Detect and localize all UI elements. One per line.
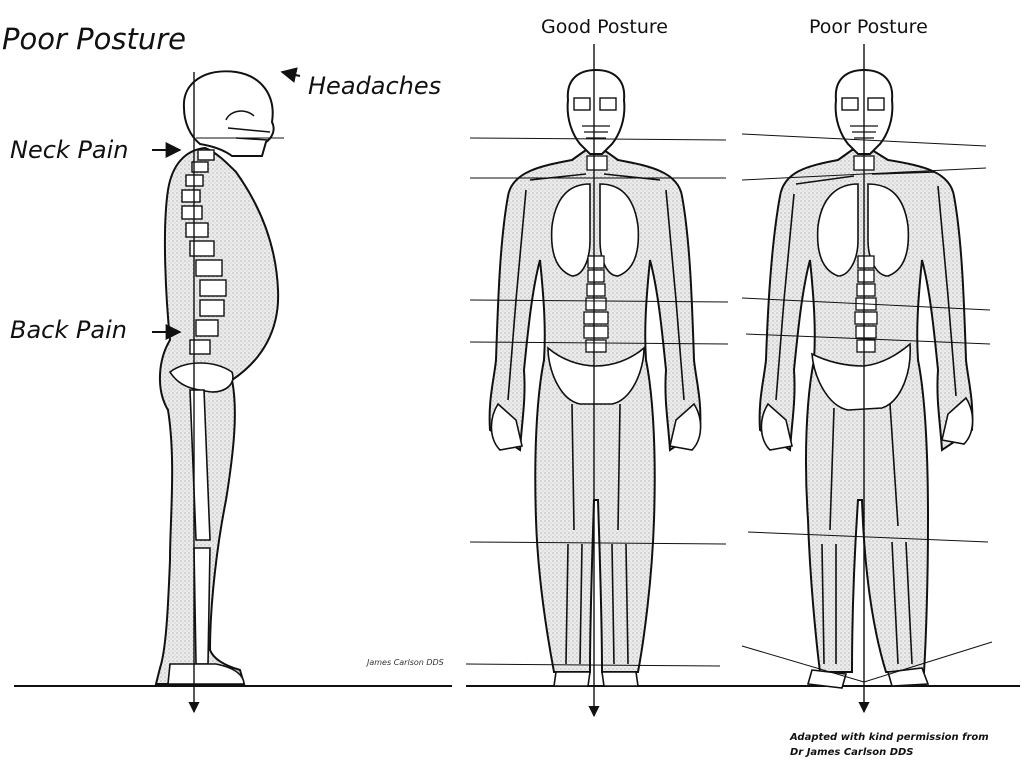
headaches-arrow bbox=[280, 67, 301, 83]
poor-ribcage-left bbox=[816, 183, 859, 277]
credit-line-1: Adapted with kind permission from bbox=[790, 732, 989, 743]
side-view-figure bbox=[154, 70, 280, 685]
good-jaw bbox=[582, 125, 610, 139]
good-right-leg bbox=[611, 403, 629, 665]
credit-line-2: Dr James Carlson DDS bbox=[790, 747, 914, 758]
poor-body-outline bbox=[758, 149, 974, 673]
poor-right-foot bbox=[886, 667, 930, 687]
credit-note: Adapted with kind permission from Dr Jam… bbox=[790, 730, 989, 760]
neck-pain-label: Neck Pain bbox=[10, 136, 129, 164]
side-foot bbox=[167, 663, 245, 685]
side-pelvis bbox=[168, 362, 234, 393]
poor-left-hand bbox=[760, 402, 793, 451]
side-spine bbox=[181, 149, 227, 355]
poor-clavicles bbox=[795, 171, 935, 185]
poor-right-leg bbox=[889, 403, 913, 665]
poor-left-leg bbox=[821, 407, 837, 665]
poor-right-arm bbox=[937, 185, 957, 397]
good-right-foot bbox=[601, 671, 639, 687]
poor-posture-figure bbox=[758, 68, 974, 689]
side-head bbox=[182, 70, 275, 157]
poor-posture-title: Poor Posture bbox=[809, 16, 928, 38]
good-posture-title: Good Posture bbox=[541, 16, 668, 38]
poor-eye-right bbox=[867, 97, 885, 111]
good-pelvis bbox=[547, 346, 645, 405]
good-neck bbox=[586, 155, 608, 171]
good-eye-right bbox=[599, 97, 617, 111]
poor-eye-left bbox=[841, 97, 859, 111]
back-pain-label: Back Pain bbox=[10, 316, 127, 344]
good-level-lines bbox=[465, 137, 729, 667]
good-ribcage-left bbox=[550, 183, 591, 277]
good-right-arm bbox=[665, 189, 685, 401]
good-clavicles bbox=[529, 173, 661, 181]
good-left-foot bbox=[553, 671, 591, 687]
good-eye-left bbox=[573, 97, 591, 111]
poor-pelvis bbox=[811, 342, 911, 411]
poor-spine bbox=[854, 255, 878, 353]
side-view-title: Poor Posture bbox=[2, 22, 186, 56]
side-body-outline bbox=[154, 146, 280, 685]
artist-signature: James Carlson DDS bbox=[367, 658, 444, 667]
headaches-label: Headaches bbox=[308, 72, 442, 100]
side-tibia bbox=[193, 547, 211, 665]
good-head bbox=[566, 68, 626, 155]
poor-left-foot bbox=[806, 669, 848, 689]
good-posture-figure bbox=[488, 68, 702, 687]
good-left-leg bbox=[565, 403, 583, 665]
good-left-hand bbox=[490, 402, 523, 451]
good-right-hand bbox=[669, 402, 702, 451]
poor-right-hand bbox=[941, 396, 974, 445]
good-spine bbox=[583, 255, 609, 353]
